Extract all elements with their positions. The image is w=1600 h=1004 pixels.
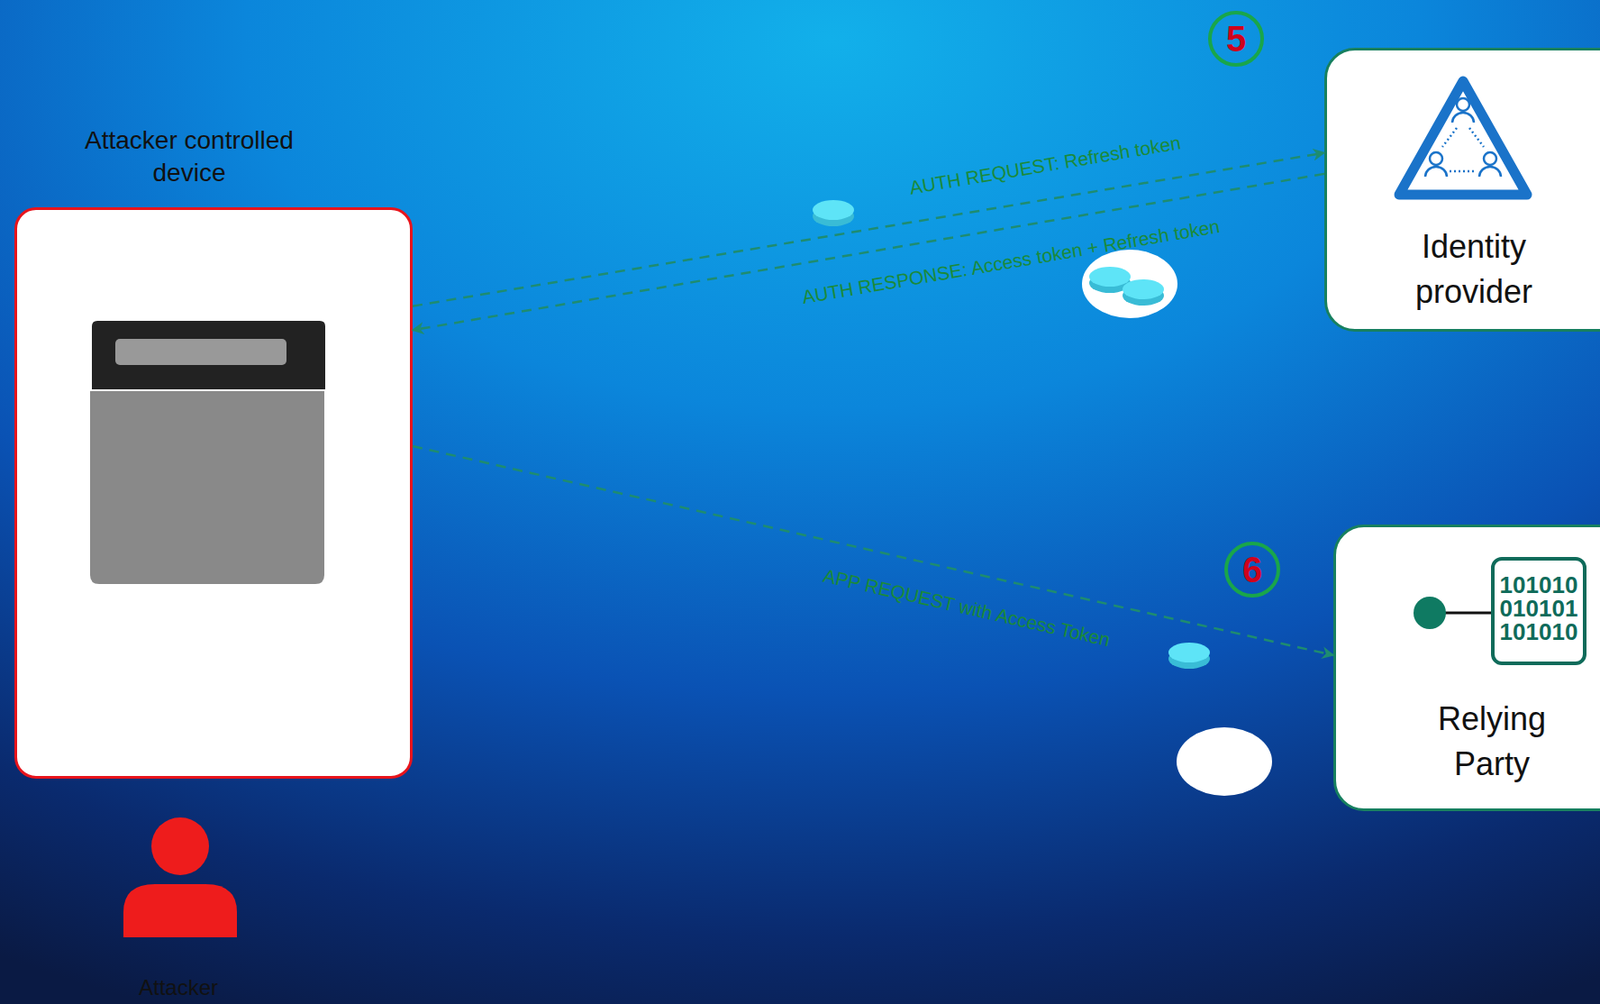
relying-party-box: Relying Party xyxy=(1333,524,1600,811)
actor-name: Attacker xyxy=(138,976,219,999)
dotted-link xyxy=(1449,170,1477,173)
person-head xyxy=(1483,152,1497,165)
callout-number: 5 xyxy=(1226,20,1246,57)
dashed-arrow xyxy=(412,445,1334,655)
person-shoulders xyxy=(1452,112,1474,123)
person-shoulders xyxy=(1425,166,1447,177)
token-top xyxy=(1122,279,1164,300)
edge-label: AUTH RESPONSE: Access token + Refresh to… xyxy=(800,216,1222,307)
window-titlebar xyxy=(91,320,326,390)
token-side xyxy=(1168,648,1210,669)
identity-people xyxy=(1425,98,1501,177)
attacker-body xyxy=(123,883,237,937)
token xyxy=(1089,266,1131,293)
token-side xyxy=(1089,272,1131,293)
person-shoulders xyxy=(1479,166,1501,177)
token-top xyxy=(1168,642,1210,663)
binary-chip xyxy=(1492,558,1585,664)
window-illustration xyxy=(90,320,326,584)
attacker-head xyxy=(151,817,210,875)
device-box: Attacker controlled device xyxy=(14,207,413,779)
dashed-arrow xyxy=(412,153,1325,307)
callout-number: 6 xyxy=(1242,551,1263,588)
token-side xyxy=(1122,285,1164,306)
node-label: Identity provider xyxy=(1383,224,1564,315)
icon-wire xyxy=(1441,611,1493,615)
dotted-link xyxy=(1442,127,1457,147)
edge-label: APP REQUEST with Access Token xyxy=(821,564,1112,649)
binary-digits: 010101 xyxy=(1500,596,1579,620)
window-address-bar xyxy=(115,338,287,365)
person-head xyxy=(1429,152,1443,165)
token-backdrop xyxy=(1176,727,1273,796)
token xyxy=(812,200,855,227)
callout-circle xyxy=(1209,12,1263,65)
identity-provider-box: Identity provider xyxy=(1324,47,1600,332)
token xyxy=(1122,279,1164,306)
callout-circle xyxy=(1226,543,1279,596)
token-backdrop xyxy=(1081,249,1178,319)
person-head xyxy=(1456,98,1470,111)
attacker-icon xyxy=(123,817,237,937)
window-body xyxy=(90,390,325,584)
token-side xyxy=(812,206,855,227)
node-label: Relying Party xyxy=(1401,696,1582,787)
device-heading: Attacker controlled device xyxy=(63,124,316,190)
dotted-link xyxy=(1469,127,1484,147)
dashed-arrow xyxy=(412,173,1325,330)
binary-digits: 101010 xyxy=(1500,619,1579,644)
connector-layer xyxy=(412,153,1334,655)
token-top xyxy=(812,200,855,220)
token-top xyxy=(1089,266,1131,287)
edge-label: AUTH REQUEST: Refresh token xyxy=(908,133,1182,198)
token xyxy=(1168,642,1210,669)
identity-icon xyxy=(1399,81,1528,195)
relying-party-icon xyxy=(1413,558,1585,664)
identity-triangle xyxy=(1399,81,1528,195)
icon-dot xyxy=(1413,596,1446,629)
binary-digits: 101010 xyxy=(1500,572,1579,597)
